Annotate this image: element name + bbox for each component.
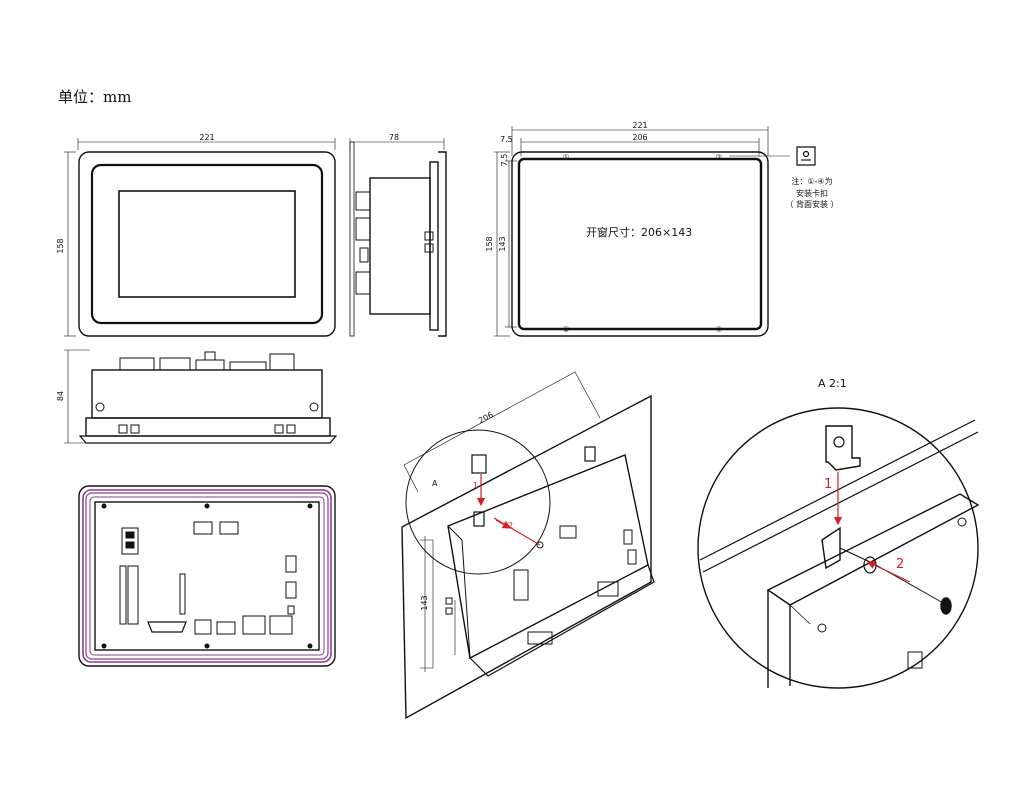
cutout-size-text: 开窗尺寸：206×143 bbox=[586, 225, 692, 239]
cutout-view bbox=[494, 126, 769, 337]
cutout-inner-width: 206 bbox=[632, 133, 647, 142]
isometric-view bbox=[401, 371, 655, 720]
clip-2-label: ② bbox=[715, 153, 722, 162]
rear-view bbox=[78, 485, 336, 667]
detail-step-2: 2 bbox=[896, 557, 904, 572]
detail-install-arrows bbox=[833, 472, 911, 583]
front-view bbox=[64, 138, 336, 337]
note-line-1: 注：①-④为 bbox=[791, 176, 832, 186]
detail-step-1: 1 bbox=[824, 477, 832, 492]
cutout-outer-height: 158 bbox=[485, 236, 494, 251]
front-height-dim: 158 bbox=[56, 238, 65, 253]
cutout-margin-h: 7.5 bbox=[500, 154, 509, 167]
iso-width-dim: 206 bbox=[477, 410, 495, 425]
detail-title: A 2:1 bbox=[818, 377, 847, 390]
iso-step-1: 1 bbox=[473, 481, 478, 490]
detail-a-view bbox=[697, 407, 980, 689]
side-depth-dim: 78 bbox=[389, 133, 399, 142]
cutout-outer-width: 221 bbox=[632, 121, 647, 130]
cutout-margin-w: 7.5 bbox=[500, 135, 513, 144]
iso-height-dim: 143 bbox=[420, 595, 429, 610]
clip-1-label: ① bbox=[562, 153, 569, 162]
note-line-2: 安装卡扣 bbox=[796, 188, 828, 198]
side-view bbox=[349, 138, 447, 337]
front-width-dim: 221 bbox=[199, 133, 214, 142]
clip-3-label: ③ bbox=[562, 325, 569, 334]
cutout-inner-height: 143 bbox=[498, 236, 507, 251]
unit-label: 单位：mm bbox=[58, 88, 132, 106]
iso-install-arrows bbox=[476, 474, 541, 546]
bottom-view bbox=[64, 349, 338, 444]
clip-icon bbox=[796, 146, 816, 166]
clip-4-label: ④ bbox=[715, 325, 722, 334]
note-line-3: （ 背面安装 ） bbox=[785, 199, 838, 209]
iso-step-2: 2 bbox=[508, 521, 513, 530]
iso-detail-tag: A bbox=[432, 479, 438, 488]
bottom-height-dim: 84 bbox=[56, 391, 65, 401]
